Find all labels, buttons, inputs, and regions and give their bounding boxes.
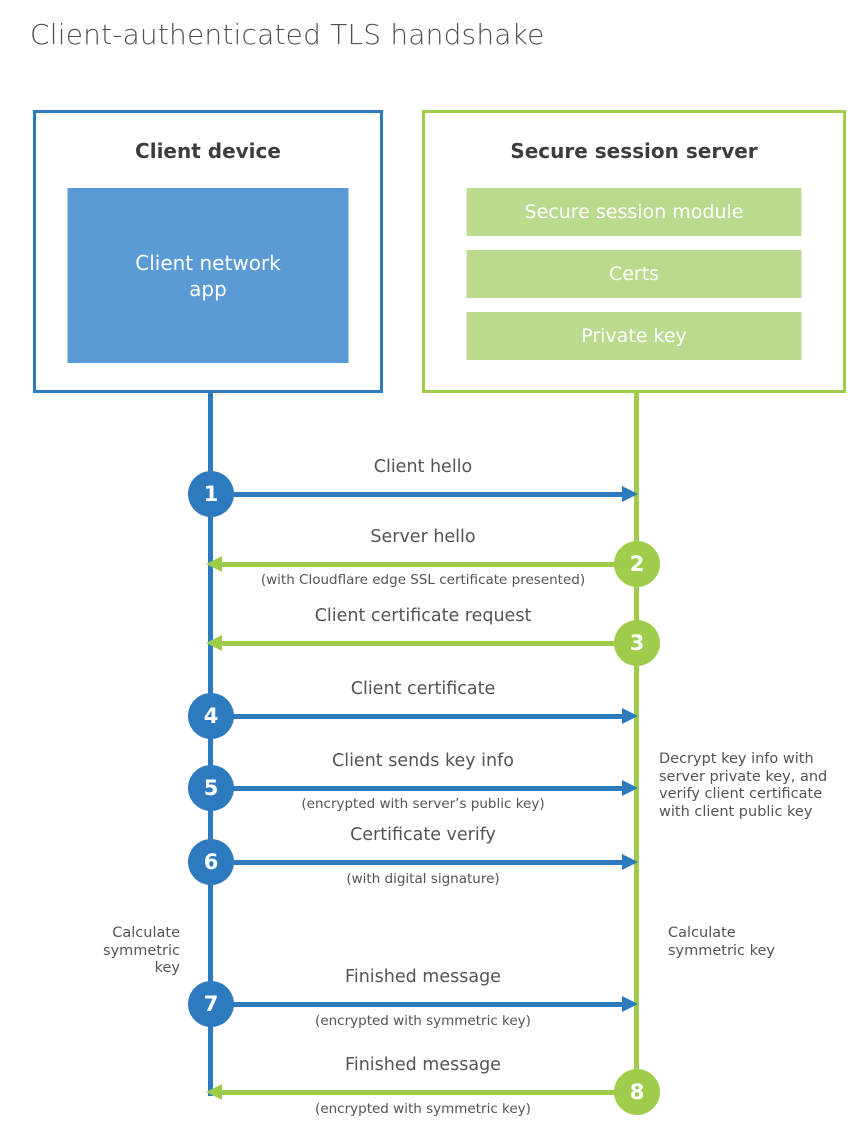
arrow-shaft-finished-message-client bbox=[230, 1002, 622, 1007]
message-subtitle-server-hello: (with Cloudflare edge SSL certificate pr… bbox=[260, 572, 586, 588]
secure-session-server-title: Secure session server bbox=[510, 139, 758, 163]
client-network-app-box: Client network app bbox=[67, 188, 349, 363]
arrow-shaft-server-hello bbox=[222, 562, 616, 567]
decrypt-key-info-note: Decrypt key info with server private key… bbox=[659, 751, 828, 820]
step-circle-1: 1 bbox=[188, 471, 234, 517]
arrow-head-right-icon bbox=[622, 780, 638, 796]
calculate-symmetric-key-note-client: Calculate symmetric key bbox=[103, 925, 180, 976]
certs-bar: Certs bbox=[466, 250, 802, 298]
arrow-shaft-client-certificate bbox=[230, 714, 622, 719]
message-label-client-certificate: Client certificate bbox=[350, 679, 496, 699]
step-number-2: 2 bbox=[629, 552, 645, 576]
secure-session-server-box: Secure session server Secure session mod… bbox=[422, 110, 846, 393]
arrow-head-left-icon bbox=[206, 635, 222, 651]
step-number-8: 8 bbox=[629, 1080, 645, 1104]
arrow-head-left-icon bbox=[206, 556, 222, 572]
message-subtitle-finished-message-server: (encrypted with symmetric key) bbox=[315, 1101, 531, 1117]
step-circle-8: 8 bbox=[614, 1069, 660, 1115]
calculate-symmetric-key-note-server: Calculate symmetric key bbox=[668, 925, 775, 959]
arrow-shaft-client-hello bbox=[230, 492, 622, 497]
arrow-shaft-finished-message-server bbox=[222, 1090, 616, 1095]
step-number-1: 1 bbox=[203, 482, 219, 506]
step-circle-6: 6 bbox=[188, 839, 234, 885]
private-key-bar: Private key bbox=[466, 312, 802, 360]
message-label-client-certificate-request: Client certificate request bbox=[314, 606, 532, 626]
message-subtitle-client-sends-key-info: (encrypted with server’s public key) bbox=[301, 796, 545, 812]
arrow-head-right-icon bbox=[622, 996, 638, 1012]
arrow-head-right-icon bbox=[622, 486, 638, 502]
arrow-shaft-client-sends-key-info bbox=[230, 786, 622, 791]
client-network-app-label: Client network app bbox=[135, 250, 281, 301]
server-lifeline bbox=[634, 392, 639, 1092]
message-label-finished-message-client: Finished message bbox=[345, 967, 501, 987]
arrow-shaft-certificate-verify bbox=[230, 860, 622, 865]
page-title: Client-authenticated TLS handshake bbox=[30, 18, 545, 51]
arrow-shaft-client-certificate-request bbox=[222, 641, 616, 646]
step-circle-2: 2 bbox=[614, 541, 660, 587]
client-lifeline bbox=[208, 393, 213, 1096]
arrow-head-left-icon bbox=[206, 1084, 222, 1100]
arrow-head-right-icon bbox=[622, 854, 638, 870]
step-number-3: 3 bbox=[629, 631, 645, 655]
step-circle-3: 3 bbox=[614, 620, 660, 666]
step-circle-4: 4 bbox=[188, 693, 234, 739]
message-label-client-hello: Client hello bbox=[373, 457, 473, 477]
message-label-certificate-verify: Certificate verify bbox=[350, 825, 496, 845]
secure-session-module-bar: Secure session module bbox=[466, 188, 802, 236]
step-number-6: 6 bbox=[203, 850, 219, 874]
message-label-server-hello: Server hello bbox=[370, 527, 476, 547]
client-device-box: Client device Client network app bbox=[33, 110, 383, 393]
arrow-head-right-icon bbox=[622, 708, 638, 724]
step-circle-5: 5 bbox=[188, 765, 234, 811]
client-device-title: Client device bbox=[135, 139, 281, 163]
step-circle-7: 7 bbox=[188, 981, 234, 1027]
message-subtitle-finished-message-client: (encrypted with symmetric key) bbox=[315, 1013, 531, 1029]
step-number-5: 5 bbox=[203, 776, 219, 800]
step-number-7: 7 bbox=[203, 992, 219, 1016]
message-label-client-sends-key-info: Client sends key info bbox=[331, 751, 514, 771]
step-number-4: 4 bbox=[203, 704, 219, 728]
message-label-finished-message-server: Finished message bbox=[345, 1055, 501, 1075]
message-subtitle-certificate-verify: (with digital signature) bbox=[346, 871, 500, 887]
